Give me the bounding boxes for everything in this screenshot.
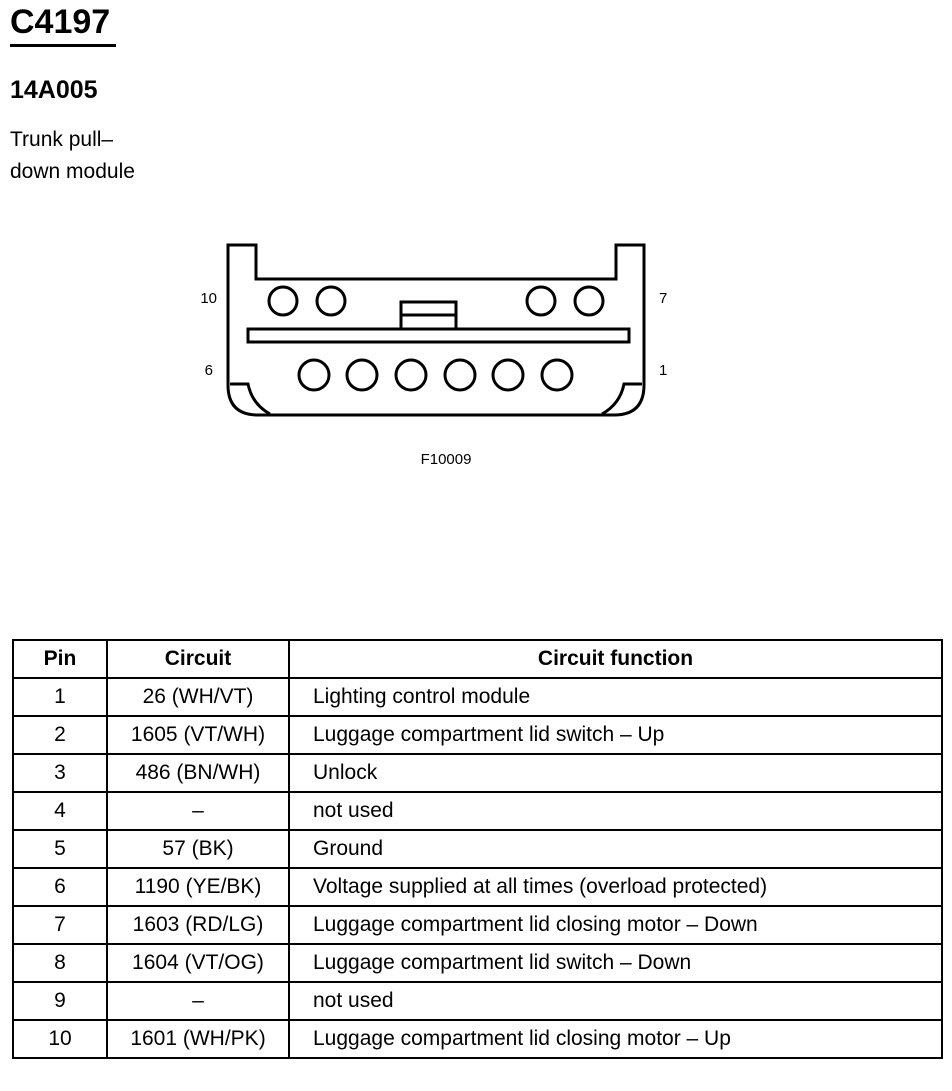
pin-cavity-2 [491,358,525,392]
cell-circuit: 1604 (VT/OG) [106,943,290,983]
housing-outline [226,243,646,417]
cell-circuit: – [106,981,290,1021]
cell-pin: 5 [12,829,108,869]
cell-function: Luggage compartment lid switch – Down [288,943,943,983]
table-row: 3 486 (BN/WH) Unlock [12,753,943,793]
cell-pin: 8 [12,943,108,983]
table-header-row: Pin Circuit Circuit function [12,639,943,679]
description-line-1: Trunk pull– [10,128,114,151]
figure-id: F10009 [421,451,472,468]
pin-cavity-3 [443,358,477,392]
pin-cavity-5 [345,358,379,392]
pin-cavity-9 [315,285,347,317]
cell-pin: 2 [12,715,108,755]
cell-function: Luggage compartment lid closing motor – … [288,905,943,945]
table-row: 7 1603 (RD/LG) Luggage compartment lid c… [12,905,943,945]
cell-circuit: 486 (BN/WH) [106,753,290,793]
cell-function: Luggage compartment lid closing motor – … [288,1019,943,1059]
connector-face-diagram: 10 7 6 1 F10009 [200,243,667,468]
pin-label-top-left: 10 [200,290,217,307]
cell-circuit: 1605 (VT/WH) [106,715,290,755]
cell-circuit: 57 (BK) [106,829,290,869]
pin-cavity-7 [573,285,605,317]
cell-circuit: 1190 (YE/BK) [106,867,290,907]
cell-function: Voltage supplied at all times (overload … [288,867,943,907]
cell-function: not used [288,791,943,831]
connector-description: Trunk pull– down module [10,124,135,188]
housing-left-corner-curve [230,382,271,416]
cell-circuit: 26 (WH/VT) [106,677,290,717]
pin-label-top-right: 7 [659,290,667,307]
table-row: 10 1601 (WH/PK) Luggage compartment lid … [12,1019,943,1059]
center-rib [246,327,631,344]
header-circuit: Circuit [106,639,290,679]
pin-cavities-top-row [267,285,605,317]
table-row: 6 1190 (YE/BK) Voltage supplied at all t… [12,867,943,907]
pin-label-bottom-right: 1 [659,362,667,379]
cell-pin: 3 [12,753,108,793]
cell-circuit: 1601 (WH/PK) [106,1019,290,1059]
connector-housing [226,243,646,417]
cell-function: not used [288,981,943,1021]
cell-pin: 4 [12,791,108,831]
pin-cavities-bottom-row [297,358,574,392]
description-line-2: down module [10,160,135,183]
cell-circuit: 1603 (RD/LG) [106,905,290,945]
pin-table: Pin Circuit Circuit function 1 26 (WH/VT… [12,639,943,1059]
pin-cavity-4 [394,358,428,392]
cell-function: Lighting control module [288,677,943,717]
pin-cavity-8 [525,285,557,317]
cell-pin: 1 [12,677,108,717]
cell-pin: 10 [12,1019,108,1059]
header-circuit-function: Circuit function [288,639,943,679]
cell-function: Ground [288,829,943,869]
header-pin: Pin [12,639,108,679]
housing-right-corner-curve [601,382,642,416]
pin-cavity-6 [297,358,331,392]
cell-pin: 6 [12,867,108,907]
table-row: 8 1604 (VT/OG) Luggage compartment lid s… [12,943,943,983]
cell-circuit: – [106,791,290,831]
pin-cavity-1 [540,358,574,392]
table-row: 1 26 (WH/VT) Lighting control module [12,677,943,717]
connector-id-underline [10,44,116,47]
part-number: 14A005 [10,76,98,104]
table-row: 5 57 (BK) Ground [12,829,943,869]
pin-label-bottom-left: 6 [205,362,213,379]
cell-function: Unlock [288,753,943,793]
cell-pin: 9 [12,981,108,1021]
pin-cavity-10 [267,285,299,317]
cell-function: Luggage compartment lid switch – Up [288,715,943,755]
table-row: 4 – not used [12,791,943,831]
table-row: 2 1605 (VT/WH) Luggage compartment lid s… [12,715,943,755]
cell-pin: 7 [12,905,108,945]
table-row: 9 – not used [12,981,943,1021]
connector-id: C4197 [10,3,111,41]
